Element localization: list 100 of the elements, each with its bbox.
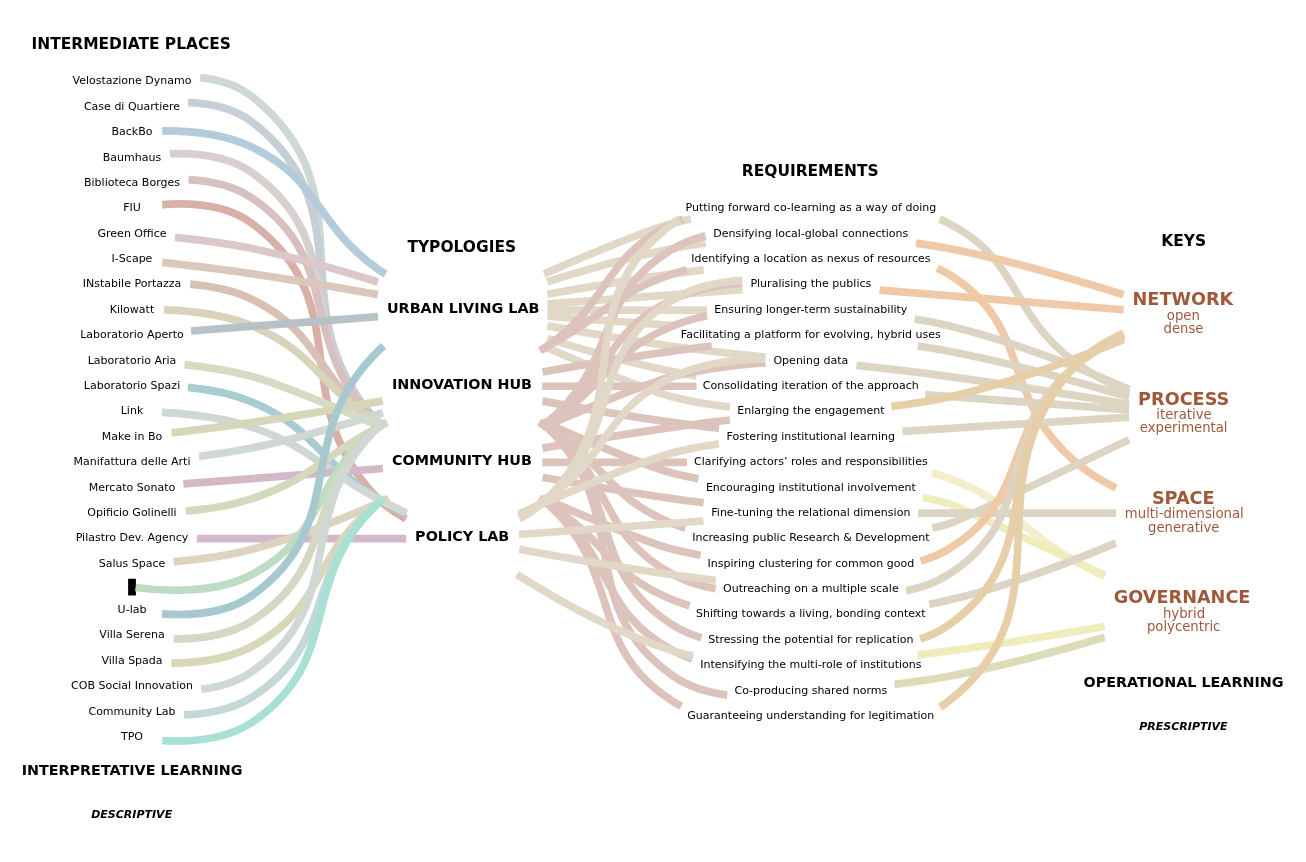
label: TYPOLOGIES — [407, 237, 517, 256]
connector — [518, 544, 717, 584]
node-text: Consolidating iteration of the approach — [702, 378, 919, 392]
label: OPERATIONAL LEARNING — [1083, 673, 1284, 690]
connector — [915, 238, 1125, 298]
connector — [928, 539, 1118, 608]
node-text: Manifattura delle Arti — [73, 454, 191, 468]
connector — [174, 232, 380, 286]
node-text: BackBo — [111, 124, 153, 138]
connector — [931, 435, 1131, 532]
connector — [546, 238, 707, 285]
node-text: Laboratorio Aperto — [80, 327, 184, 341]
connector — [173, 494, 391, 566]
node-text: Salus Space — [98, 556, 166, 570]
connector — [938, 329, 1126, 710]
connector — [537, 494, 691, 609]
connector — [922, 493, 1107, 579]
node-text: Villa Spada — [101, 653, 163, 667]
connector — [935, 264, 1118, 491]
node-text: INstabile Portazza — [82, 276, 182, 290]
node-text: Baumhaus — [102, 150, 162, 164]
connector — [924, 390, 1130, 414]
connector — [541, 473, 705, 506]
node-text: Laboratorio Spazi — [83, 378, 181, 392]
node-text: Identifying a location as nexus of resources — [691, 251, 931, 265]
node-text: Laboratorio Aria — [87, 353, 177, 367]
node-text: Make in Bo — [101, 429, 163, 443]
node-text: COB Social Innovation — [71, 678, 193, 692]
node-text: Putting forward co-learning as a way of doing — [685, 200, 937, 214]
node-text: Facilitating a platform for evolving, hybrid uses — [680, 327, 941, 341]
connector — [542, 458, 688, 466]
node-text: Shifting towards a living, bonding context — [696, 606, 926, 620]
connector — [539, 418, 703, 641]
node-text: POLICY LAB — [415, 527, 510, 544]
label: KEYS — [1161, 231, 1207, 250]
connector — [538, 494, 694, 663]
connector — [539, 418, 728, 699]
connector — [518, 516, 704, 538]
connector — [938, 215, 1131, 396]
node-text: Community Lab — [88, 704, 176, 718]
node-text: Guaranteeing understanding for legitimation — [687, 708, 935, 722]
node-text: Fostering institutional learning — [726, 429, 896, 443]
connector — [547, 305, 707, 314]
node-text: I-Scape — [111, 251, 153, 265]
node-text: Stressing the potential for replication — [708, 632, 914, 646]
node-text: URBAN LIVING LAB — [386, 299, 540, 316]
node-text: Villa Serena — [99, 627, 165, 641]
connector — [540, 493, 702, 559]
connector — [855, 361, 1130, 408]
node-text: Outreaching on a multiple scale — [722, 581, 899, 595]
connector — [542, 214, 692, 278]
label: DESCRIPTIVE — [91, 807, 173, 821]
connector — [517, 215, 682, 522]
connector — [542, 342, 731, 411]
connector — [537, 265, 689, 354]
connector — [538, 418, 717, 593]
node-text: Pluralising the publics — [750, 276, 872, 290]
node-text: COMMUNITY HUB — [391, 451, 532, 468]
connector — [198, 408, 385, 460]
node-text: Velostazione Dynamo — [72, 73, 192, 87]
connector — [547, 285, 743, 308]
node-text: PROCESS iterative experimental — [1138, 388, 1230, 435]
node-text: INNOVATION HUB — [391, 375, 532, 392]
node-text: Co-producing shared norms — [734, 683, 888, 697]
connector — [514, 570, 694, 660]
label: INTERMEDIATE PLACES — [31, 34, 231, 53]
connector — [161, 408, 408, 516]
connector — [537, 418, 687, 532]
node-text: GOVERNANCE hybrid polycentric — [1113, 586, 1251, 634]
label: PRESCRIPTIVE — [1139, 719, 1228, 733]
node-text: Biblioteca Borges — [84, 175, 181, 189]
connector — [183, 494, 387, 719]
node-text: SPACE multi-dimensional generative — [1124, 487, 1244, 534]
connector — [547, 311, 675, 329]
node-text: Kilowatt — [109, 302, 155, 316]
node-text: Clarifying actors’ roles and responsibilities — [694, 454, 928, 468]
connector — [541, 415, 731, 452]
node-text: Green Office — [97, 226, 167, 240]
node-text: Intensifying the multi-role of institutions — [700, 657, 922, 671]
node-text: Pilastro Dev. Agency — [75, 530, 189, 544]
connector — [541, 396, 720, 432]
connector — [200, 418, 387, 693]
node-text: Fine-tuning the relational dimension — [711, 505, 911, 519]
node-bar — [128, 578, 136, 595]
label: INTERPRETATIVE LEARNING — [21, 761, 243, 778]
connector — [546, 265, 705, 298]
connector — [930, 468, 1107, 580]
connector — [546, 334, 698, 380]
node-text: TPO — [121, 729, 144, 743]
node-text: Opening data — [773, 353, 849, 367]
connector — [161, 199, 408, 522]
connector — [542, 381, 697, 390]
node-text: Inspiring clustering for common good — [707, 556, 915, 570]
connector — [161, 258, 379, 298]
node-text: Densifying local-global connections — [713, 226, 909, 240]
node-text: Mercato Sonato — [88, 480, 176, 494]
node-text: Case di Quartiere — [83, 99, 181, 113]
connector — [135, 418, 388, 594]
connector — [540, 417, 700, 482]
node-text: Ensuring longer-term sustainability — [714, 302, 908, 316]
